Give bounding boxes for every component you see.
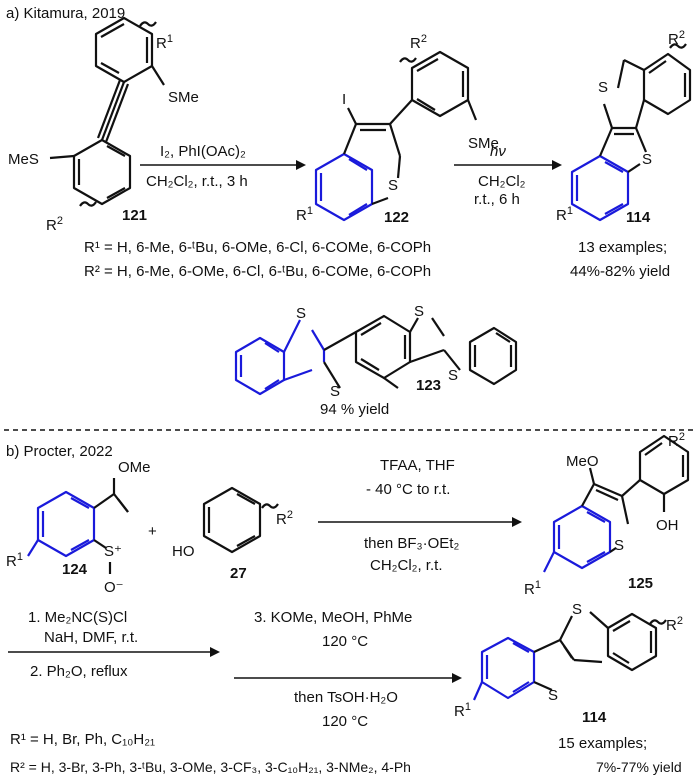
compound-114b-structure: [472, 611, 667, 701]
compound-125-structure: [543, 434, 690, 573]
step-b2-base: NaH, DMF, r.t.: [44, 629, 138, 646]
compound-123-label: 123: [416, 377, 441, 394]
r1-label-114b: R1: [454, 701, 471, 720]
compound-125-label: 125: [628, 575, 653, 592]
s-atom-123-2: S: [330, 383, 340, 400]
step2-conditions: r.t., 6 h: [474, 191, 520, 208]
r2-label-121: R2: [46, 215, 63, 234]
s-atom-123-4: S: [448, 367, 458, 384]
compound-122-label: 122: [384, 209, 409, 226]
r1-label-124: R1: [6, 551, 23, 570]
meo-label-125: MeO: [566, 453, 599, 470]
r1-substituent-list-b: R¹ = H, Br, Ph, C₁₀H₂₁: [10, 731, 155, 748]
step1-conditions: CH₂Cl₂, r.t., 3 h: [146, 173, 248, 190]
compound-114-structure: [570, 43, 692, 222]
r2-substituent-list-b: R² = H, 3-Br, 3-Ph, 3-ᵗBu, 3-OMe, 3-CF₃,…: [10, 759, 411, 775]
sme-label-121: SMe: [168, 89, 199, 106]
step-b3-temp: 120 °C: [322, 633, 368, 650]
yield-123: 94 % yield: [320, 401, 389, 418]
compound-124-structure: [27, 478, 129, 574]
ome-label-124: OMe: [118, 459, 151, 476]
s-atom-122: S: [388, 177, 398, 194]
r1-substituent-list: R¹ = H, 6-Me, 6-ᵗBu, 6-OMe, 6-Cl, 6-COMe…: [84, 239, 431, 256]
ho-label-27: HO: [172, 543, 195, 560]
oh-label-125: OH: [656, 517, 679, 534]
examples-count-b: 15 examples;: [558, 735, 647, 752]
step-b3-temp2: 120 °C: [322, 713, 368, 730]
step1-reagents: I₂, PhI(OAc)₂: [160, 143, 246, 160]
r2-substituent-list: R² = H, 6-Me, 6-OMe, 6-Cl, 6-ᵗBu, 6-COMe…: [84, 263, 431, 280]
r1-label-114a: R1: [556, 205, 573, 224]
r2-label-122: R2: [410, 33, 427, 52]
o-minus-label: O⁻: [104, 579, 124, 596]
yield-range-a: 44%-82% yield: [570, 263, 670, 280]
s-atom-114a-bottom: S: [642, 151, 652, 168]
mes-label-121: MeS: [8, 151, 39, 168]
s-atom-123-1: S: [296, 305, 306, 322]
step-b3-then: then TsOH·H₂O: [294, 689, 398, 706]
r2-label-125: R2: [668, 431, 685, 450]
step-b1-temp: - 40 °C to r.t.: [366, 481, 450, 498]
compound-114-label-a: 114: [626, 209, 651, 226]
r1-label-122: R1: [296, 205, 313, 224]
r1-label-125: R1: [524, 579, 541, 598]
s-atom-123-3: S: [414, 303, 424, 320]
step-b1-then: then BF₃·OEt₂: [364, 535, 459, 552]
r2-label-114a: R2: [668, 29, 685, 48]
s-atom-114b-top: S: [572, 601, 582, 618]
examples-count-a: 13 examples;: [578, 239, 667, 256]
r2-label-27: R2: [276, 509, 293, 528]
panel-b-header: b) Procter, 2022: [6, 443, 113, 460]
yield-range-b: 7%-77% yield: [596, 759, 682, 775]
compound-27-label: 27: [230, 565, 247, 582]
compound-114-label-b: 114: [582, 709, 607, 726]
step-b2-reagent: 1. Me₂NC(S)Cl: [28, 609, 127, 626]
s-atom-114b-bottom: S: [548, 687, 558, 704]
step-b1-reagents: TFAA, THF: [380, 457, 455, 474]
s-atom-125: S: [614, 537, 624, 554]
iodine-label: I: [342, 91, 346, 108]
compound-123-structure: [234, 314, 518, 396]
step-b2-heat: 2. Ph₂O, reflux: [30, 663, 128, 680]
compound-121-label: 121: [122, 207, 147, 224]
r1-label: R1: [156, 33, 173, 52]
r2-label-114b: R2: [666, 615, 683, 634]
s-atom-114a-top: S: [598, 79, 608, 96]
compound-121-structure: [49, 16, 165, 207]
sme-label-122: SMe: [468, 135, 499, 152]
compound-27-structure: [202, 486, 279, 554]
compound-122-structure: [314, 50, 478, 222]
step-b1-solvent: CH₂Cl₂, r.t.: [370, 557, 442, 574]
panel-a-header: a) Kitamura, 2019: [6, 5, 125, 22]
step-b3-reagents: 3. KOMe, MeOH, PhMe: [254, 609, 412, 626]
compound-124-label: 124: [62, 561, 88, 578]
step2-solvent: CH₂Cl₂: [478, 173, 526, 190]
plus-sign: +: [148, 523, 157, 540]
s-plus-label: S⁺: [104, 543, 122, 560]
step2-light: hν: [490, 143, 506, 160]
